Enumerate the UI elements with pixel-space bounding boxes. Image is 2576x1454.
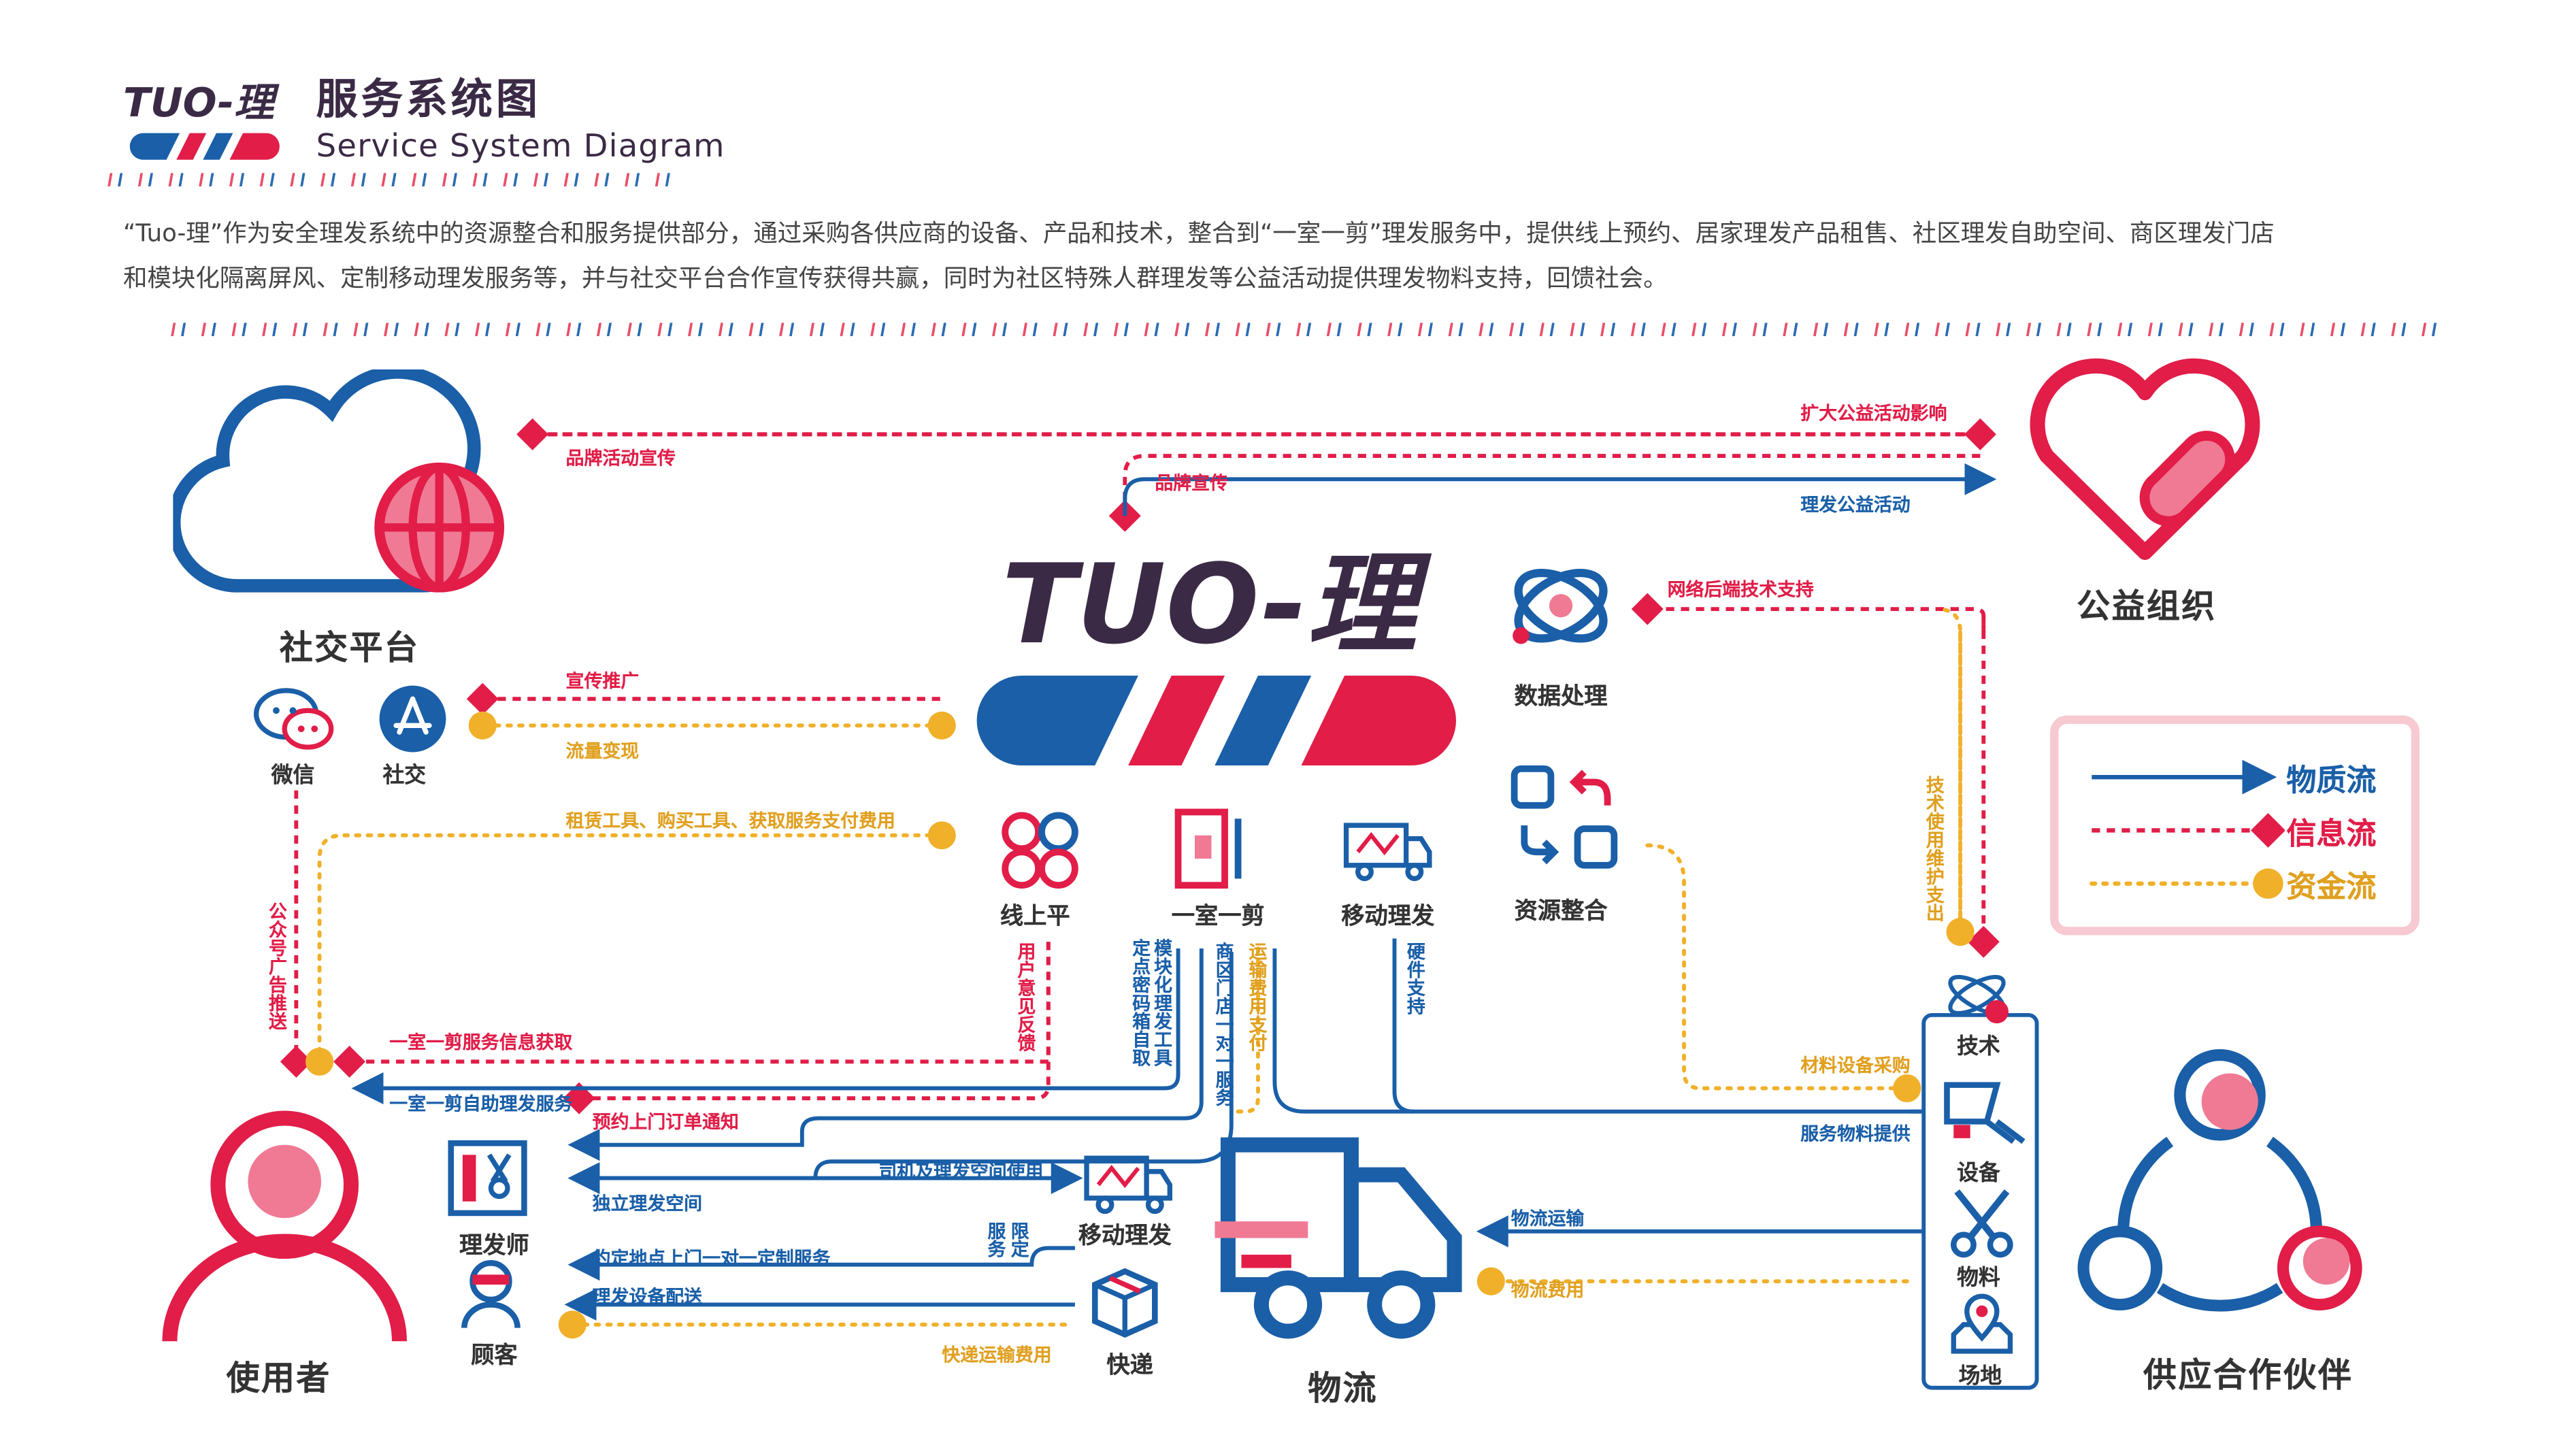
mobile-van-icon xyxy=(1343,823,1432,881)
label-transport-cost: 运输费用支付 xyxy=(1246,942,1268,1052)
resource-integration-icon xyxy=(1510,765,1618,869)
label-indep-space: 独立理发空间 xyxy=(592,1193,703,1215)
legend-info: 信息流 xyxy=(2286,816,2377,853)
wechat-icon xyxy=(253,688,334,750)
label-traffic-monetize: 流量变现 xyxy=(565,740,640,763)
barber-icon xyxy=(448,1140,527,1217)
label-network-support: 网络后端技术支持 xyxy=(1667,579,1814,601)
label-hardware: 硬件支持 xyxy=(1404,942,1426,1015)
venue-label: 场地 xyxy=(1958,1364,2002,1390)
equipment-label: 设备 xyxy=(1957,1161,2000,1187)
label-brand-promo: 品牌宣传 xyxy=(1155,472,1228,495)
supplier-label: 供应合作伙伴 xyxy=(2143,1354,2354,1395)
scissors-icon xyxy=(1950,1189,2013,1258)
label-custom-service-a: 限定 xyxy=(1008,1221,1030,1258)
dash-divider-2 xyxy=(163,323,2443,337)
customer-icon xyxy=(461,1260,521,1328)
legend: 物质流 信息流 资金流 xyxy=(2050,715,2420,936)
supplier-network-icon xyxy=(2077,1049,2362,1312)
label-driver-space: 司机及理发空间使用 xyxy=(878,1161,1044,1183)
label-tech-maintain: 技术使用维护支出 xyxy=(1923,775,1946,922)
legend-material: 物质流 xyxy=(2286,763,2377,799)
charity-label: 公益组织 xyxy=(2077,585,2217,626)
label-brand-campaign: 品牌活动宣传 xyxy=(565,447,676,469)
barber-label: 理发师 xyxy=(459,1233,529,1260)
logistics-label: 物流 xyxy=(1308,1368,1378,1408)
express-box-icon xyxy=(1091,1268,1158,1338)
label-expand-charity: 扩大公益活动影响 xyxy=(1800,402,1947,425)
label-order-notice: 预约上门订单通知 xyxy=(592,1111,739,1134)
social-platform-label: 社交平台 xyxy=(279,627,420,667)
data-processing-icon xyxy=(1513,568,1608,644)
intro-text: “Tuo-理”作为安全理发系统中的资源整合和服务提供部分，通过采购各供应商的设备… xyxy=(122,221,2275,293)
one-room-icon xyxy=(1174,808,1242,889)
label-material-purchase: 材料设备采购 xyxy=(1800,1055,1911,1077)
label-logistics-fee: 物流费用 xyxy=(1510,1279,1585,1302)
label-equip-delivery: 理发设备配送 xyxy=(592,1286,703,1308)
material-label: 物料 xyxy=(1957,1266,2000,1291)
mobile-hair-label: 移动理发 xyxy=(1341,904,1435,931)
wechat-label: 微信 xyxy=(271,763,315,789)
label-promotion: 宣传推广 xyxy=(565,670,640,693)
one-room-label: 一室一剪 xyxy=(1171,904,1265,931)
dash-divider xyxy=(99,173,682,186)
online-label: 线上平 xyxy=(1000,904,1070,931)
label-pickup: 定点密码箱自取 xyxy=(1129,938,1152,1067)
online-platform-icon xyxy=(1002,812,1078,889)
truck-icon xyxy=(1215,1137,1462,1339)
label-appointment: 约定地点上门一对一定制服务 xyxy=(592,1248,831,1270)
label-custom-service-b: 服务 xyxy=(985,1221,1007,1258)
page-title: 服务系统图 xyxy=(316,75,541,123)
cloud-globe-icon xyxy=(173,369,505,593)
data-processing-label: 数据处理 xyxy=(1514,684,1608,711)
legend-fund: 资金流 xyxy=(2286,870,2377,906)
page-subtitle: Service System Diagram xyxy=(316,128,725,165)
heart-handshake-icon xyxy=(2030,358,2260,560)
label-hair-charity: 理发公益活动 xyxy=(1800,494,1911,516)
mobile-van-icon-2 xyxy=(1084,1155,1172,1215)
resource-integration-label: 资源整合 xyxy=(1514,898,1608,925)
mobile-hair-2-label: 移动理发 xyxy=(1078,1223,1172,1250)
center-logo: TUO-理 xyxy=(976,541,1456,766)
legend-lines xyxy=(2090,759,2285,899)
tech-atom-icon xyxy=(1948,974,2009,1024)
brand-logo: TUO-理 xyxy=(123,80,280,160)
social-label: 社交 xyxy=(382,763,427,789)
svg-text:TUO-理: TUO-理 xyxy=(123,80,280,126)
label-store-service: 商区门店一对一服务 xyxy=(1212,942,1235,1107)
label-modular-tools: 模块化理发工具 xyxy=(1151,938,1174,1067)
label-material-supply: 服务物料提供 xyxy=(1800,1123,1911,1145)
label-official-ad: 公众号广告推送 xyxy=(266,902,288,1030)
label-express-fee: 快递运输费用 xyxy=(942,1344,1052,1366)
label-info-get: 一室一剪服务信息获取 xyxy=(389,1031,573,1054)
customer-label: 顾客 xyxy=(471,1342,518,1370)
equipment-icon xyxy=(1944,1082,2026,1144)
label-logistics-transport: 物流运输 xyxy=(1510,1208,1585,1230)
svg-text:TUO-理: TUO-理 xyxy=(1002,541,1432,669)
express-label: 快递 xyxy=(1106,1353,1153,1380)
venue-map-pin-icon xyxy=(1951,1293,2013,1354)
app-store-icon xyxy=(379,685,446,753)
label-rent-buy-pay: 租赁工具、购买工具、获取服务支付费用 xyxy=(565,810,895,832)
user-label: 使用者 xyxy=(226,1357,331,1398)
tech-label: 技术 xyxy=(1957,1035,2000,1060)
label-user-feedback: 用户意见反馈 xyxy=(1014,942,1037,1052)
user-icon xyxy=(162,1110,407,1342)
label-self-service: 一室一剪自助理发服务 xyxy=(389,1093,573,1115)
